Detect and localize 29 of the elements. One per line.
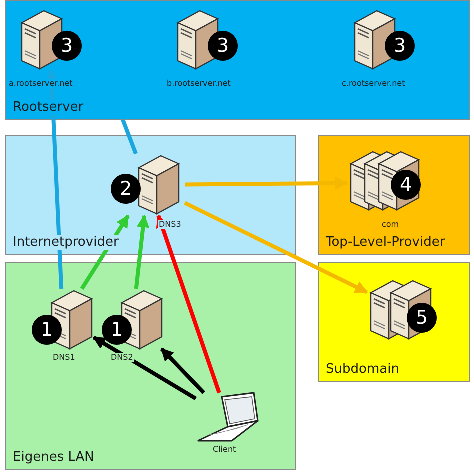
zone-label: Rootserver: [11, 100, 86, 115]
step-number: 3: [52, 31, 82, 61]
server-label: a.rootserver.net: [8, 79, 74, 88]
arrow: [184, 201, 368, 294]
arrow: [92, 336, 198, 401]
zone-panel: [5, 135, 296, 255]
step-number: 3: [385, 31, 415, 61]
zone-panel: [318, 262, 470, 382]
server-label: c.rootserver.net: [341, 79, 406, 88]
server-label: Client: [212, 445, 238, 454]
server-label: DNS2: [110, 353, 134, 362]
step-number: 2: [111, 174, 141, 204]
arrow: [184, 177, 348, 190]
server-label: b.rootserver.net: [166, 79, 232, 88]
server-label: DNS3: [158, 220, 182, 229]
zone-panel: [318, 135, 470, 255]
zone-label: Internetprovider: [11, 235, 121, 250]
step-number: 3: [208, 31, 238, 61]
server-label: DNS1: [52, 353, 76, 362]
arrow: [134, 214, 150, 290]
zone-label: Eigenes LAN: [11, 450, 96, 465]
arrow: [156, 214, 222, 394]
step-number: 1: [32, 315, 62, 345]
zone-panel: [5, 0, 470, 120]
zone-label: Top-Level-Provider: [324, 235, 448, 250]
arrow: [160, 348, 206, 394]
arrow: [46, 70, 64, 290]
zone-panel: [5, 262, 296, 470]
server-label: com: [381, 220, 400, 229]
